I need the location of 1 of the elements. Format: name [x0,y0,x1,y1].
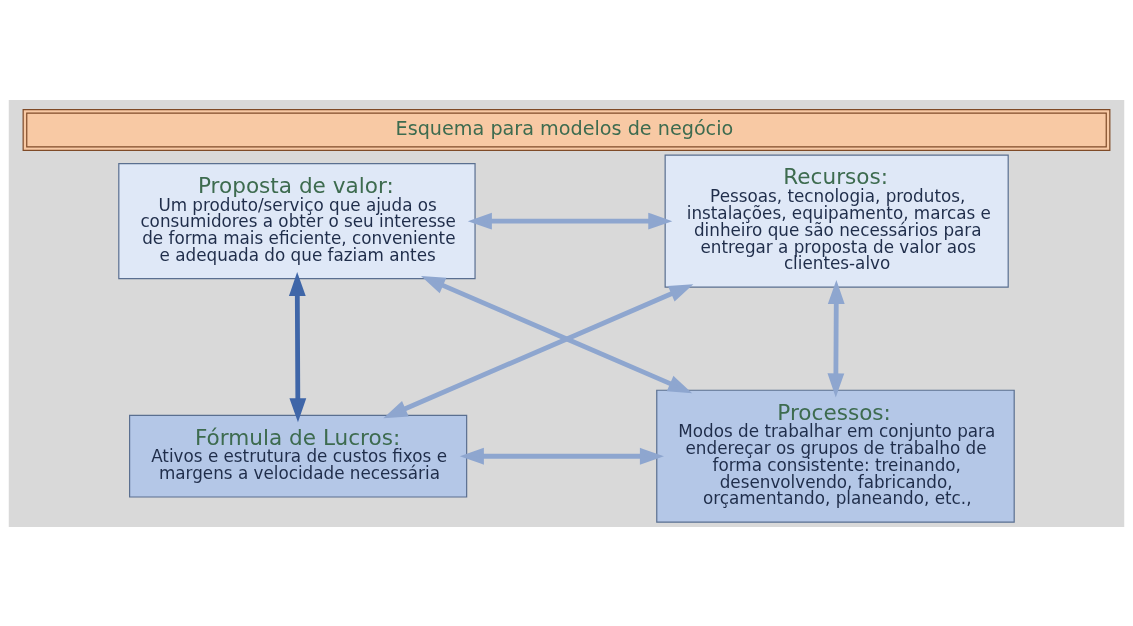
diagram-title: Esquema para modelos de negócio [395,116,734,140]
